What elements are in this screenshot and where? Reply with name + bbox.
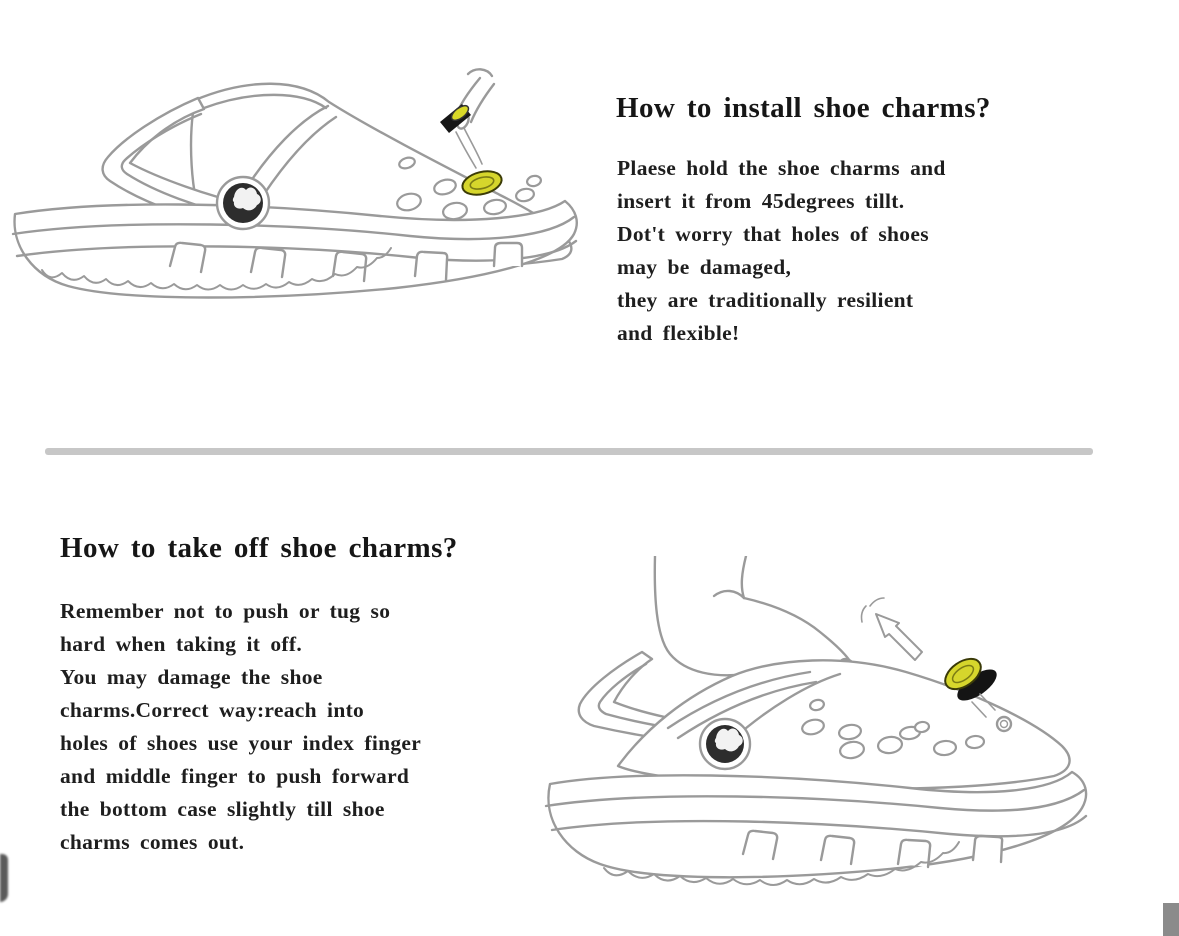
hand-outline (740, 556, 748, 600)
install-illustration (8, 64, 608, 340)
croc-logo-icon (232, 187, 261, 211)
sole-tread (41, 247, 392, 291)
charm-post-ball (995, 715, 1013, 733)
clog-shoe-remove-drawing (544, 556, 1088, 886)
croc-logo-icon (714, 728, 743, 752)
bottom-right-corner-mark (1163, 903, 1179, 936)
vent-holes (396, 156, 543, 221)
vent-holes (801, 698, 986, 760)
left-edge-mark (0, 854, 8, 902)
charm-top-yellow (450, 104, 470, 122)
section-divider (45, 448, 1093, 455)
hand-fill (654, 556, 857, 688)
knuckle-line (712, 589, 746, 600)
install-body: Plaese hold the shoe charms and insert i… (617, 156, 946, 345)
pop-out-arrow (875, 613, 923, 661)
remove-body: Remember not to push or tug so hard when… (60, 599, 422, 854)
install-title: How to install shoe charms? (616, 92, 991, 124)
sole-tread (603, 841, 960, 886)
charm-back-black (957, 669, 997, 701)
remove-title: How to take off shoe charms? (60, 532, 458, 564)
remove-illustration (518, 556, 1179, 936)
clog-shoe-install-drawing (11, 68, 578, 299)
